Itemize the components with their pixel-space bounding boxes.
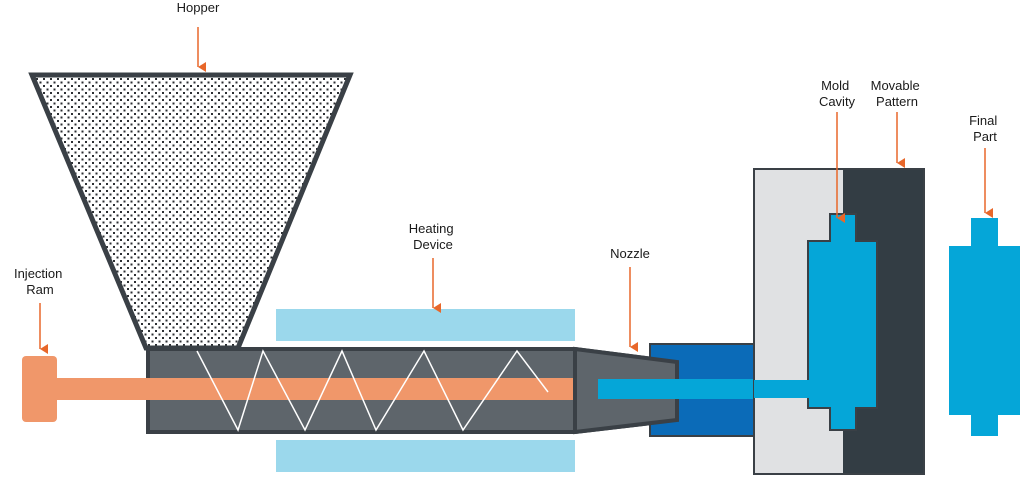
annotation-arrows — [39, 27, 993, 354]
heater-band-top — [276, 309, 575, 341]
label-hopper: Hopper — [177, 0, 220, 15]
label-movable-pattern: Movable Pattern — [871, 78, 924, 109]
heater-band-bottom — [276, 440, 575, 472]
screw-flight — [196, 349, 549, 432]
label-final-part: Final Part — [969, 113, 1001, 144]
label-nozzle: Nozzle — [610, 246, 650, 261]
annotation-labels: Hopper Injection Ram Heating Device Nozz… — [14, 0, 1001, 297]
hopper — [28, 72, 354, 351]
mold-cavity — [807, 213, 878, 431]
label-heating-device: Heating Device — [409, 221, 457, 252]
ram-head — [22, 356, 57, 422]
final-part — [949, 218, 1020, 436]
label-mold-cavity: Mold Cavity — [819, 78, 856, 109]
channel-into-cavity — [754, 380, 810, 398]
mold — [753, 168, 925, 475]
label-injection-ram: Injection Ram — [14, 266, 66, 297]
hopper-body — [28, 72, 354, 351]
mold-frame — [753, 168, 925, 475]
injection-ram — [22, 356, 598, 422]
ram-rod — [55, 378, 598, 400]
